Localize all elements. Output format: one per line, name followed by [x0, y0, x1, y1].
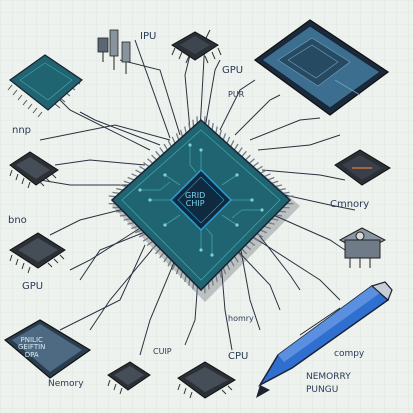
- label-ipu: IPU: [140, 32, 156, 42]
- label-cpu: CPU: [228, 352, 248, 362]
- trace-dot: [235, 223, 238, 226]
- label-cuip: CUIP: [153, 348, 172, 356]
- chip-pin: [208, 120, 209, 127]
- label-pungu: PUNGU: [306, 386, 338, 395]
- label-nnp: nnp: [12, 126, 31, 136]
- label-cmnory: Cmnory: [330, 200, 369, 210]
- trace-dot: [148, 198, 151, 201]
- label-nemory-right: NEMORRY: [306, 373, 351, 382]
- memory-module-label: PNILIC GEIFTIN DPA: [18, 337, 45, 359]
- label-nemory-left: Nemory: [48, 380, 84, 389]
- chip-pin: [193, 120, 194, 127]
- trace-dot: [163, 173, 166, 176]
- trace-dot: [188, 143, 191, 146]
- trace-dot: [163, 223, 166, 226]
- trace-dot: [138, 188, 141, 191]
- main-chip-label: GRID CHIP: [185, 192, 205, 209]
- label-compy: compy: [334, 350, 364, 359]
- label-homry: homry: [228, 315, 254, 323]
- chip-pin: [109, 196, 116, 197]
- trace-dot: [199, 248, 202, 251]
- chip-pin: [208, 283, 209, 290]
- label-pur: PUR: [228, 91, 244, 99]
- trace-dot: [199, 148, 202, 151]
- chip-pin: [193, 283, 194, 290]
- trace-dot: [235, 173, 238, 176]
- main-chip-text-2: CHIP: [185, 200, 205, 208]
- chip-pin: [286, 196, 293, 197]
- trace-dot: [260, 208, 263, 211]
- trace-dot: [250, 198, 253, 201]
- chip-pin: [120, 215, 127, 216]
- chip-pin: [116, 211, 123, 212]
- label-bno: bno: [8, 216, 27, 226]
- chip-pin: [279, 211, 286, 212]
- trace-dot: [210, 253, 213, 256]
- chip-pin: [275, 215, 282, 216]
- module-text-3: DPA: [18, 352, 45, 359]
- label-gpu-top: GPU: [222, 66, 243, 76]
- label-gpu-left: GPU: [22, 282, 43, 292]
